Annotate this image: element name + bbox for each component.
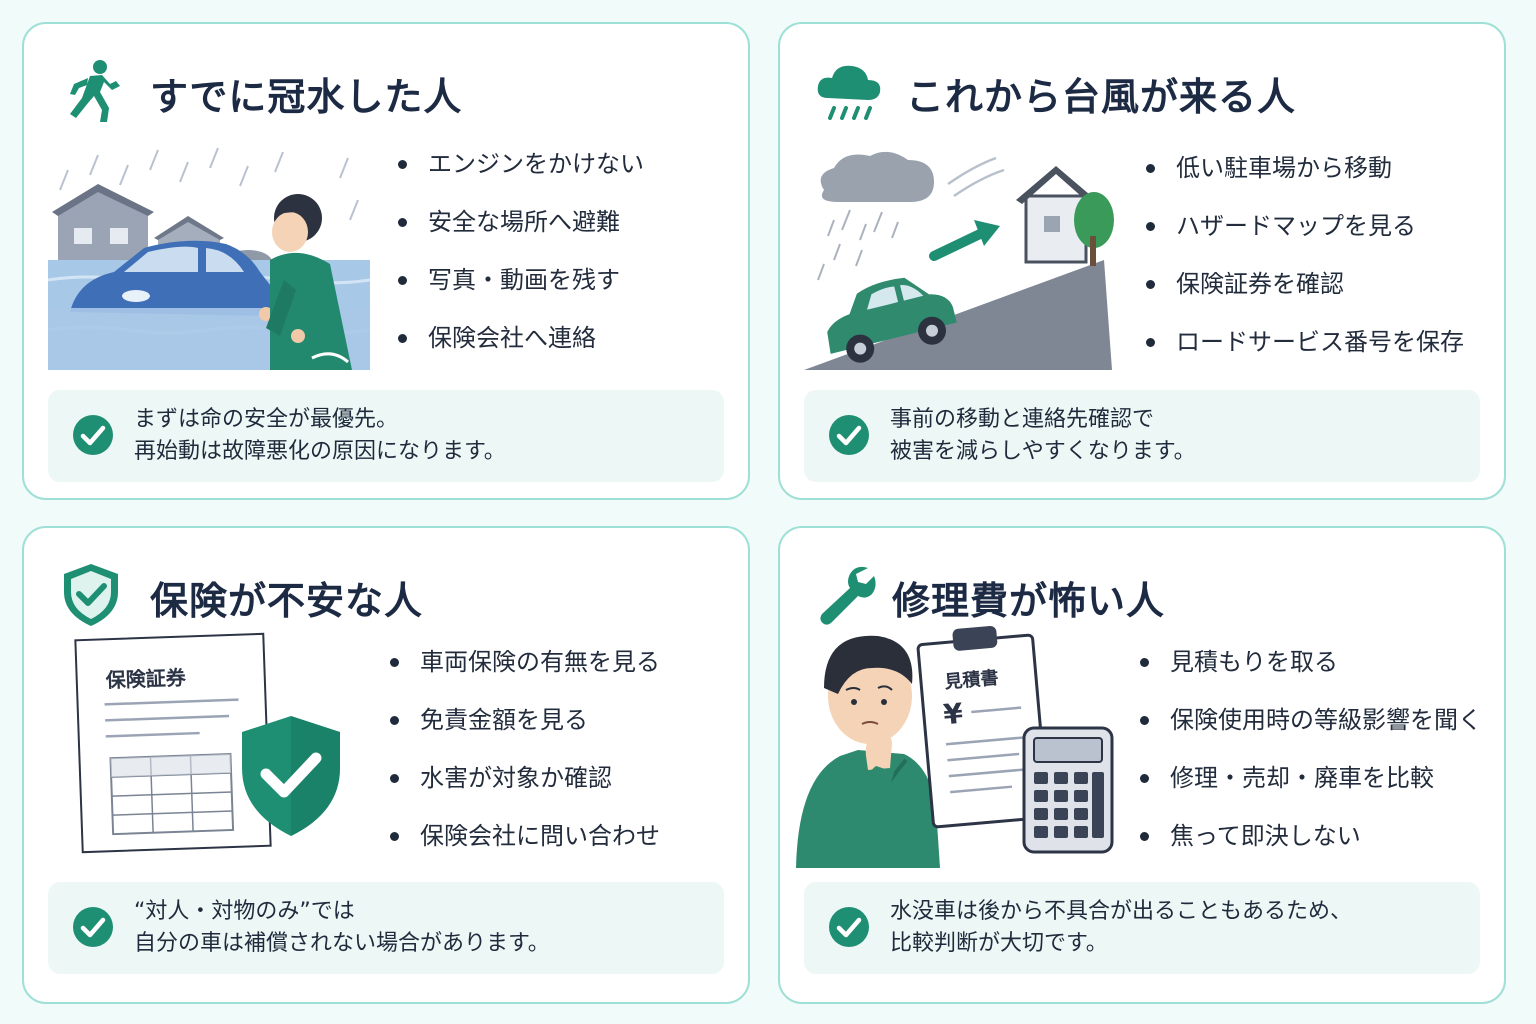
thinking-person-graphic: [796, 635, 940, 868]
worried-person-illustration: 見積書 ¥: [794, 625, 1114, 868]
note-line: 事前の移動と連絡先確認で: [890, 407, 1155, 432]
running-person-icon: [70, 60, 120, 122]
note-line: “対人・対物のみ”では: [134, 899, 355, 924]
card-already-flooded: すでに冠水した人 エンジンをかけない 安全な場所へ避難: [22, 22, 750, 500]
list-item: 修理・売却・廃車を比較: [1136, 760, 1486, 818]
card-title: 保険が不安な人: [150, 579, 424, 623]
card-title: これから台風が来る人: [906, 75, 1297, 119]
list-item: 安全な場所へ避難: [394, 204, 744, 262]
action-list: エンジンをかけない 安全な場所へ避難 写真・動画を残す 保険会社へ連絡: [394, 146, 744, 378]
action-list: 車両保険の有無を見る 免責金額を見る 水害が対象か確認 保険会社に問い合わせ: [386, 644, 736, 876]
check-circle-icon: [73, 907, 113, 947]
card-title: すでに冠水した人: [150, 75, 463, 119]
note-line: 比較判断が大切です。: [890, 931, 1108, 956]
list-item: 焦って即決しない: [1136, 818, 1486, 876]
rain-cloud-icon: [817, 65, 881, 120]
list-item: 保険使用時の等級影響を聞く: [1136, 702, 1486, 760]
card-repair-cost-worry: 修理費が怖い人 見積書 ¥: [778, 526, 1506, 1004]
list-item: ロードサービス番号を保存: [1142, 324, 1492, 382]
shield-check-icon: [64, 564, 118, 626]
insurance-policy-illustration: 保険証券: [64, 632, 364, 862]
list-item: ハザードマップを見る: [1142, 208, 1492, 266]
card-title: 修理費が怖い人: [892, 579, 1166, 623]
summary-note: “対人・対物のみ”では 自分の車は補償されない場合があります。: [48, 882, 724, 974]
list-item: 写真・動画を残す: [394, 262, 744, 320]
wrench-icon: [820, 566, 876, 625]
list-item: 水害が対象か確認: [386, 760, 736, 818]
note-line: 再始動は故障悪化の原因になります。: [134, 439, 506, 464]
note-line: 水没車は後から不具合が出ることもあるため、: [890, 899, 1353, 924]
estimate-lines-graphic: [945, 706, 1027, 794]
estimate-clipboard: 見積書 ¥: [916, 625, 1050, 829]
summary-note: 水没車は後から不具合が出ることもあるため、 比較判断が大切です。: [804, 882, 1480, 974]
shield-check-icon: [242, 716, 340, 836]
card-insurance-worry: 保険が不安な人 保険証券 車両保険の有無を見る 免責金額を見る: [22, 526, 750, 1004]
policy-table-graphic: [104, 698, 239, 836]
action-list: 低い駐車場から移動 ハザードマップを見る 保険証券を確認 ロードサービス番号を保…: [1142, 150, 1492, 382]
note-line: 被害を減らしやすくなります。: [890, 439, 1196, 464]
flooded-car-illustration: [48, 147, 370, 370]
list-item: 保険証券を確認: [1142, 266, 1492, 324]
note-line: まずは命の安全が最優先。: [134, 407, 399, 432]
check-circle-icon: [829, 415, 869, 455]
check-circle-icon: [829, 907, 869, 947]
note-line: 自分の車は補償されない場合があります。: [134, 931, 550, 956]
check-circle-icon: [73, 415, 113, 455]
car-moving-uphill-illustration: [804, 151, 1114, 370]
calculator-icon: [1022, 726, 1114, 854]
list-item: 車両保険の有無を見る: [386, 644, 736, 702]
summary-note: まずは命の安全が最優先。 再始動は故障悪化の原因になります。: [48, 390, 724, 482]
action-list: 見積もりを取る 保険使用時の等級影響を聞く 修理・売却・廃車を比較 焦って即決し…: [1136, 644, 1486, 876]
list-item: 見積もりを取る: [1136, 644, 1486, 702]
list-item: 免責金額を見る: [386, 702, 736, 760]
list-item: 低い駐車場から移動: [1142, 150, 1492, 208]
list-item: エンジンをかけない: [394, 146, 744, 204]
policy-document: 保険証券: [74, 632, 272, 854]
list-item: 保険会社へ連絡: [394, 320, 744, 378]
list-item: 保険会社に問い合わせ: [386, 818, 736, 876]
card-typhoon-coming: これから台風が来る人 低い駐車場から移動 ハザードマップを見る 保険証券を確認 …: [778, 22, 1506, 500]
summary-note: 事前の移動と連絡先確認で 被害を減らしやすくなります。: [804, 390, 1480, 482]
